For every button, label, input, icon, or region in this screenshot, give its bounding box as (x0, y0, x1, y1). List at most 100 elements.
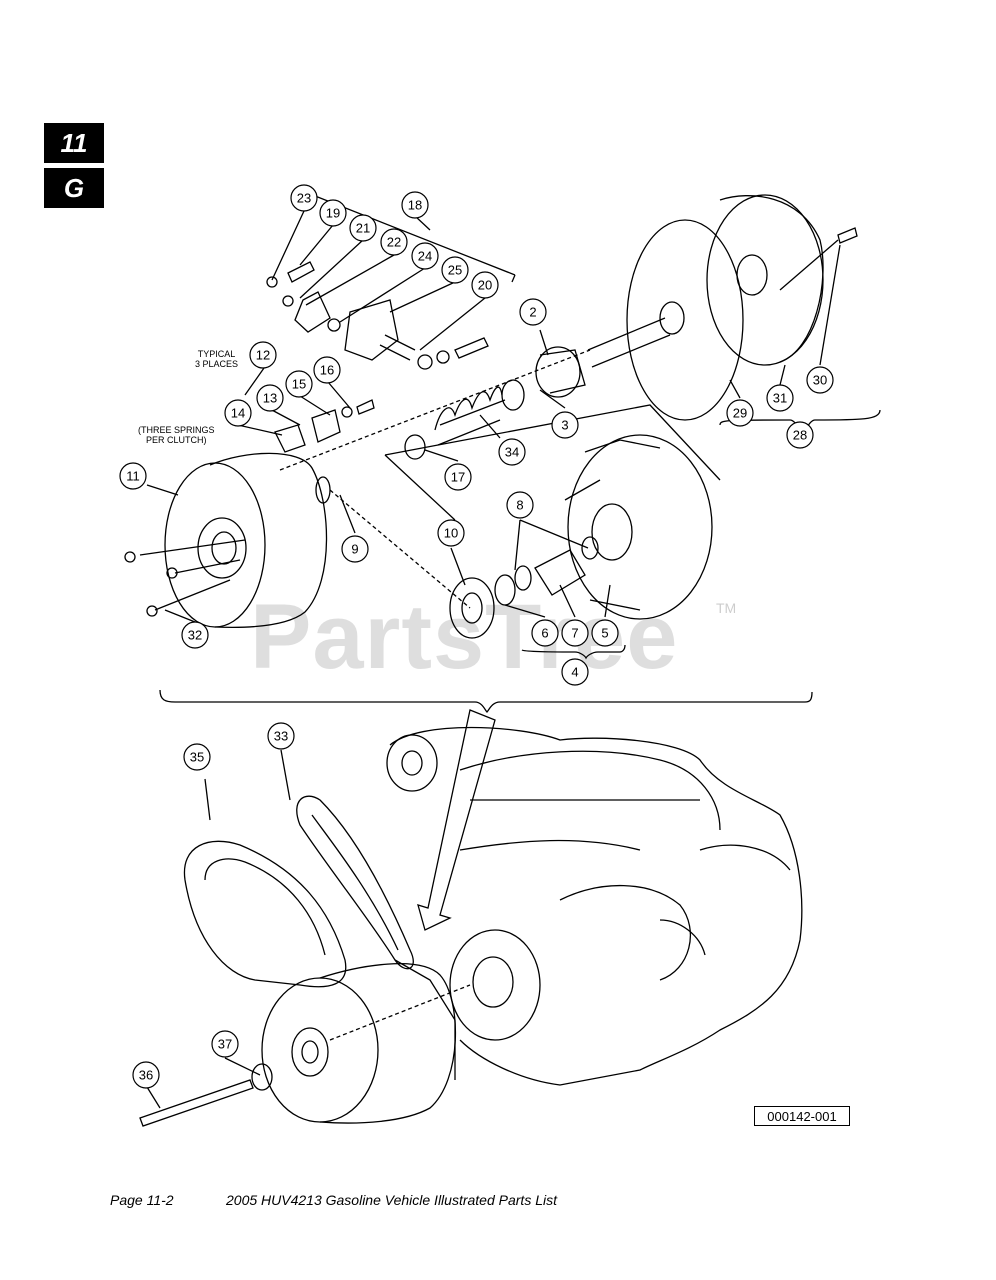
callout-circle (256, 384, 284, 412)
footer-page: Page 11-2 (110, 1192, 174, 1208)
callout-circle (498, 438, 526, 466)
callout-circle (411, 242, 439, 270)
callout-circle (224, 399, 252, 427)
callout-circle (726, 399, 754, 427)
callout-30: 30 (806, 366, 834, 394)
callout-label: 29 (733, 406, 747, 421)
callout-circle (506, 491, 534, 519)
watermark-tm: TM (716, 600, 737, 616)
callout-label: 21 (356, 221, 370, 236)
callout-32: 32 (181, 621, 209, 649)
callout-16: 16 (313, 356, 341, 384)
callout-label: 6 (541, 626, 548, 641)
callout-24: 24 (411, 242, 439, 270)
callout-8: 8 (506, 491, 534, 519)
callout-circle (319, 199, 347, 227)
callout-circle (561, 658, 589, 686)
callout-label: 8 (516, 498, 523, 513)
callout-3: 3 (551, 411, 579, 439)
callout-36: 36 (132, 1061, 160, 1089)
callout-circle (313, 356, 341, 384)
callout-31: 31 (766, 384, 794, 412)
callout-circle (341, 535, 369, 563)
note-springs-line1: (THREE SPRINGS (138, 425, 215, 435)
callout-circle (285, 370, 313, 398)
callout-label: 31 (773, 391, 787, 406)
callout-label: 34 (505, 445, 519, 460)
callout-10: 10 (437, 519, 465, 547)
callout-circle (380, 228, 408, 256)
callout-12: 12 (249, 341, 277, 369)
callout-23: 23 (290, 184, 318, 212)
callout-label: 4 (571, 665, 578, 680)
callout-label: 10 (444, 526, 458, 541)
callout-25: 25 (441, 256, 469, 284)
callout-label: 14 (231, 406, 245, 421)
callout-label: 11 (126, 469, 140, 484)
callout-33: 33 (267, 722, 295, 750)
callout-4: 4 (561, 658, 589, 686)
callout-13: 13 (256, 384, 284, 412)
callout-17: 17 (444, 463, 472, 491)
callout-label: 9 (351, 542, 358, 557)
callout-circle (249, 341, 277, 369)
callout-label: 16 (320, 363, 334, 378)
section-tab-letter: G (44, 168, 104, 208)
callout-label: 25 (448, 263, 462, 278)
diagram-linework (124, 189, 881, 1127)
callout-circle (290, 184, 318, 212)
callout-label: 24 (418, 249, 432, 264)
callout-label: 33 (274, 729, 288, 744)
callout-label: 35 (190, 750, 204, 765)
callout-circle (401, 191, 429, 219)
callout-label: 22 (387, 235, 401, 250)
callout-34: 34 (498, 438, 526, 466)
note-typical-line2: 3 PLACES (195, 359, 239, 369)
callout-2: 2 (519, 298, 547, 326)
callout-label: 3 (561, 418, 568, 433)
callout-14: 14 (224, 399, 252, 427)
callout-19: 19 (319, 199, 347, 227)
drawing-number: 000142-001 (754, 1106, 850, 1126)
callout-circle (766, 384, 794, 412)
callout-28: 28 (786, 421, 814, 449)
callout-circle (786, 421, 814, 449)
callout-label: 5 (601, 626, 608, 641)
callout-37: 37 (211, 1030, 239, 1058)
note-typical-line1: TYPICAL (197, 349, 236, 359)
callout-circle (267, 722, 295, 750)
callout-11: 11 (119, 462, 147, 490)
callout-18: 18 (401, 191, 429, 219)
callout-6: 6 (531, 619, 559, 647)
callout-9: 9 (341, 535, 369, 563)
callout-5: 5 (591, 619, 619, 647)
callout-circle (591, 619, 619, 647)
callout-circle (349, 214, 377, 242)
callout-35: 35 (183, 743, 211, 771)
callout-label: 17 (451, 470, 465, 485)
callout-21: 21 (349, 214, 377, 242)
callout-20: 20 (471, 271, 499, 299)
callout-label: 20 (478, 278, 492, 293)
callout-label: 7 (571, 626, 578, 641)
callout-circle (444, 463, 472, 491)
note-springs-line2: PER CLUTCH) (146, 435, 207, 445)
section-tab-number: 11 (44, 123, 104, 163)
callout-circle (561, 619, 589, 647)
callout-label: 13 (263, 391, 277, 406)
callout-label: 36 (139, 1068, 153, 1083)
callout-circle (531, 619, 559, 647)
callout-label: 30 (813, 373, 827, 388)
callout-7: 7 (561, 619, 589, 647)
callout-circle (437, 519, 465, 547)
callout-circle (551, 411, 579, 439)
note-springs: (THREE SPRINGS PER CLUTCH) (138, 425, 215, 445)
callout-circle (211, 1030, 239, 1058)
callout-label: 19 (326, 206, 340, 221)
callout-circle (181, 621, 209, 649)
callout-label: 37 (218, 1037, 232, 1052)
callout-label: 2 (529, 305, 536, 320)
callout-15: 15 (285, 370, 313, 398)
